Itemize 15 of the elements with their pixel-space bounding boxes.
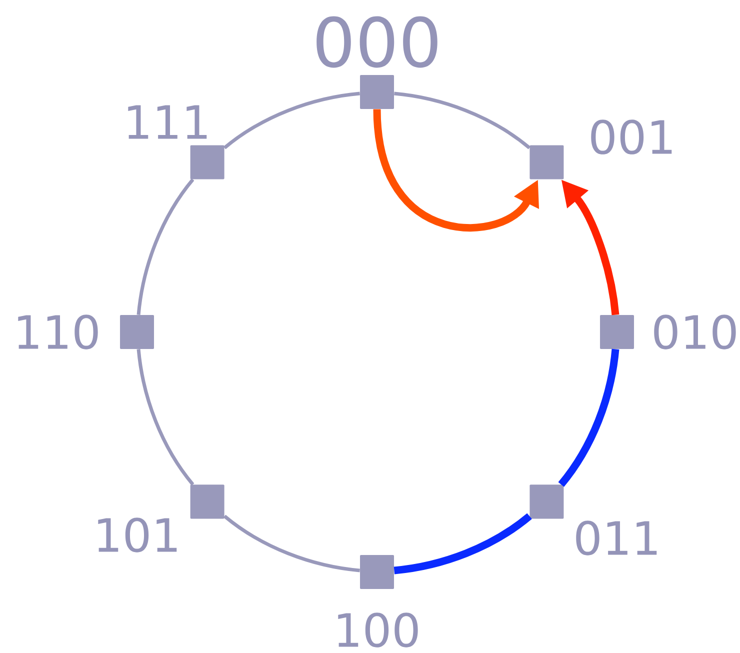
node-label: 101 — [98, 518, 177, 552]
node-label: 001 — [591, 120, 672, 154]
node-label: 010 — [654, 314, 736, 350]
connector-line — [394, 92, 531, 150]
node-label: 111 — [128, 105, 207, 139]
node-label: 100 — [338, 612, 418, 648]
connector-line — [394, 513, 532, 574]
connector-line — [558, 348, 620, 487]
connector-line — [223, 514, 360, 572]
connector-line — [136, 348, 194, 486]
connector-line — [223, 92, 360, 150]
node-label: 110 — [18, 314, 98, 350]
connector-line — [136, 178, 194, 315]
node-label: 011 — [576, 520, 657, 556]
node-label: 000 — [316, 16, 438, 68]
